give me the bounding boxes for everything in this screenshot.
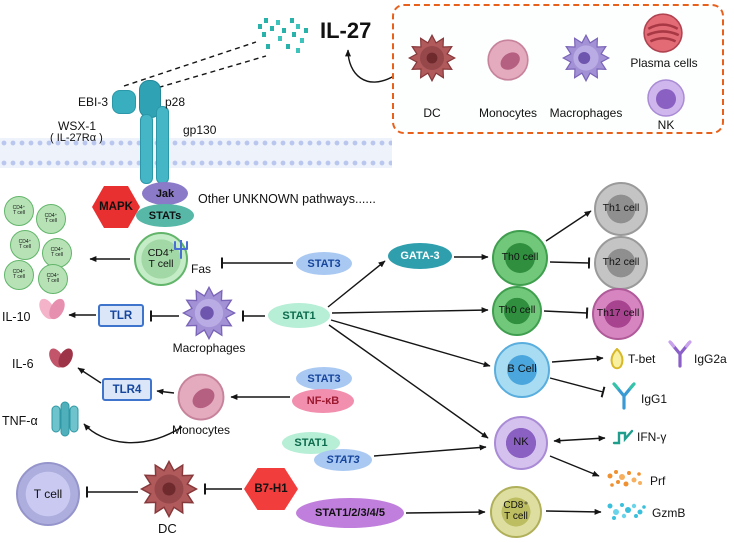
bcell-node: B Cell [494,342,550,398]
il6-cytokine-icon [49,348,73,368]
monocyte-node-icon [177,373,225,421]
macrophage-cell-icon [562,34,610,82]
gzmb-granules-icon [607,503,646,520]
nk-node: NK [494,416,548,470]
arrow-tlr4-to-il6 [77,367,102,384]
prf-granules-icon [607,470,642,487]
ebi3-subunit [112,90,136,114]
producer-plasma-label: Plasma cells [630,56,698,70]
inhibit-th0b-th17 [543,307,589,319]
unknown-pathways-label: Other UNKNOWN pathways...... [198,192,376,206]
tcell-node: T cell [16,462,80,526]
ebi3-label: EBI-3 [78,95,109,109]
mapk-node: MAPK [92,186,140,228]
gp130-chain [156,106,169,184]
th17-cell: Th17 cell [592,288,644,340]
cd4-small-cell: CD4⁺T cell [42,238,72,268]
cd4-small-cell: CD4⁺T cell [36,204,66,234]
tbet-label: T-bet [628,352,656,366]
cd4-small-cell: CD4⁺T cell [4,196,34,226]
ifng-label: IFN-γ [637,430,667,444]
il10-cytokine-icon [39,298,65,320]
arrow-bcell-to-tbet [551,355,604,363]
dc-cell-icon [408,34,456,82]
th0-cell-a: Th0 cell [492,230,548,286]
stat1-hub-node: STAT1 [268,303,330,328]
th0-cell-b: Th0 cell [492,286,542,336]
igg1-antibody-icon [612,382,636,410]
igg1-label: IgG1 [641,392,668,406]
gata3-node: GATA-3 [388,243,452,269]
th1-cell: Th1 cell [594,182,648,236]
monocytes-label: Monocytes [171,423,231,437]
inhibit-th0a-th2 [549,257,591,269]
arrow-stat1-to-th0b [331,307,489,314]
arrow-th0a-to-th1 [545,210,592,242]
cell-membrane [0,138,392,168]
wsx1-label: WSX-1 [58,119,97,133]
stat3-mono-node: STAT3 [296,367,352,390]
producer-cells-box: DC Monocytes Macrophages Plasma cells NK [392,4,724,134]
dashed-link-il27-receptor-2 [149,55,267,91]
stats-node: STATs [136,204,194,227]
jak-node: Jak [142,182,188,205]
producer-macrophages-label: Macrophages [549,106,623,120]
nk-cell-icon [647,79,685,117]
cd4-small-cell: CD4⁺T cell [4,260,34,290]
cd4-small-cell: CD4⁺T cell [38,264,68,294]
cd4-small-cell: CD4⁺T cell [10,230,40,260]
tnfa-label: TNF-α [2,414,38,428]
plasma-cell-icon [643,13,683,53]
gzmb-label: GzmB [652,506,686,520]
wsx1-chain [140,114,153,184]
dc-label: DC [158,521,177,536]
igg2a-label: IgG2a [694,352,727,366]
il10-label: IL-10 [2,310,31,324]
inhibit-bcell-igg1 [549,377,606,398]
arrow-monocytes-to-tlr4 [156,388,175,395]
tlr4-node: TLR4 [102,378,152,401]
fas-label: Fas [191,262,212,276]
il6-label: IL-6 [12,357,34,371]
ifng-icon [612,429,634,445]
b7h1-node: B7-H1 [244,468,298,510]
stat3-fas-node: STAT3 [296,252,352,275]
arrow-nk-ifng-bidirectional [553,435,606,444]
dc-node-icon [140,460,198,518]
monocyte-cell-icon [487,39,529,81]
stat1-pair-node: STAT1 [282,432,340,454]
fas-receptor-icon [174,240,188,259]
arrow-producers-to-il27 [345,49,395,83]
il27-molecule-icon [258,18,308,53]
arrow-stat1stat3-to-nk [373,444,487,457]
macrophage-node-icon [182,286,236,340]
producer-nk-label: NK [657,118,675,132]
prf-label: Prf [650,474,666,488]
tnfa-icon [51,401,79,437]
nfkb-node: NF-κB [292,389,354,413]
il27-label: IL-27 [320,18,372,43]
cd8-tcell-node: CD8⁺T cell [490,486,542,538]
arrow-nk-to-prf [549,455,600,477]
gp130-label: gp130 [183,123,217,137]
stat12345-node: STAT1/2/3/4/5 [296,498,404,528]
producer-dc-label: DC [423,106,441,120]
arrow-stat1-to-nk [328,324,489,439]
arrow-stat12345-to-cd8 [405,509,486,516]
producer-monocytes-label: Monocytes [478,106,538,120]
stat3-pair-node: STAT3 [314,449,372,471]
tbet-icon [610,348,624,370]
igg2a-antibody-icon [668,340,692,368]
arrow-cd8-to-gzmb [545,508,602,515]
macrophages-label: Macrophages [172,341,246,355]
dashed-link-il27-receptor-1 [123,41,257,87]
arrow-stat1-to-bcell [330,319,491,368]
cd4-tcell: CD4⁺T cell [134,232,188,286]
th2-cell: Th2 cell [594,236,648,290]
wsx1-alias-label: ( IL-27Rα ) [50,132,103,144]
p28-label: p28 [165,95,186,109]
tlr-node: TLR [98,304,144,327]
